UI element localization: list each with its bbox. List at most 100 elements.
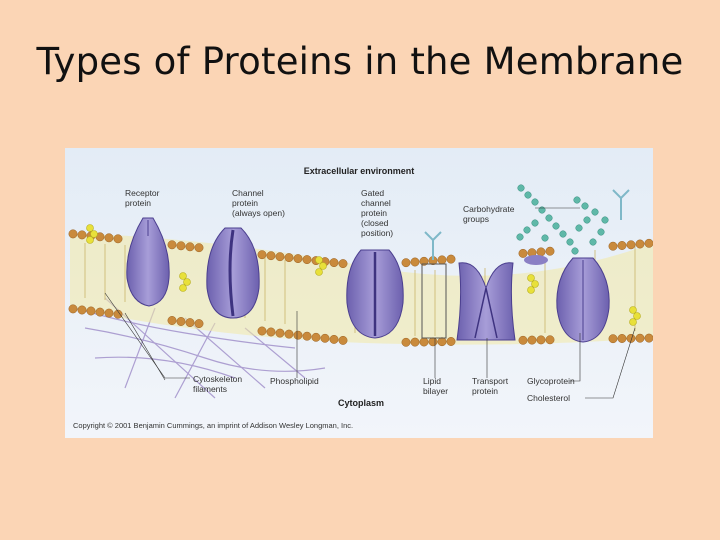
phospholipid-head <box>446 254 456 264</box>
phospholipid-head <box>401 337 411 347</box>
phospholipid-head <box>437 255 447 265</box>
copyright-notice: Copyright © 2001 Benjamin Cummings, an i… <box>73 421 354 430</box>
phospholipid-head <box>104 308 114 318</box>
receptor-label-1: Receptor <box>125 188 160 198</box>
phospholipid-head <box>266 327 276 337</box>
carbohydrate-label-1: Carbohydrate <box>463 204 515 214</box>
phospholipid-head <box>185 318 195 328</box>
channel-label-1: Channel <box>232 188 264 198</box>
phospholipid-head <box>518 335 528 345</box>
phospholipid-head <box>77 305 87 315</box>
phospholipid-head <box>293 330 303 340</box>
phospholipid-head <box>410 337 420 347</box>
phospholipid-head <box>176 317 186 326</box>
transport-label-2: protein <box>472 386 498 396</box>
phospholipid-head <box>194 319 204 329</box>
phospholipid-head <box>176 241 186 251</box>
phospholipid-head <box>401 258 411 268</box>
gated-label-5: position) <box>361 228 393 238</box>
leader-lines <box>104 207 636 399</box>
lipid-bilayer-label-1: Lipid <box>423 376 441 386</box>
phospholipid-head <box>428 337 438 347</box>
phospholipid-head <box>545 246 555 256</box>
phospholipid-head <box>275 328 285 338</box>
phospholipid-head <box>77 230 87 240</box>
gated-label-2: channel <box>361 198 391 208</box>
gated-label-1: Gated <box>361 188 384 198</box>
phospholipid-label: Phospholipid <box>270 376 319 386</box>
glycoprotein-label: Glycoprotein <box>527 376 575 386</box>
phospholipid-head <box>410 257 420 267</box>
phospholipid-head <box>257 250 267 260</box>
phospholipid-head <box>185 242 195 252</box>
carbohydrate-label-2: groups <box>463 214 489 224</box>
phospholipid-head <box>311 332 321 342</box>
phospholipid-head <box>113 234 123 244</box>
phospholipid-head <box>527 335 537 345</box>
membrane-illustration: Extracellular environment Cytoplasm Rece… <box>65 148 653 438</box>
phospholipid-head <box>608 334 618 344</box>
phospholipid-head <box>536 335 546 345</box>
phospholipid-head <box>68 304 78 314</box>
membrane-diagram: Extracellular environment Cytoplasm Rece… <box>65 148 653 438</box>
phospholipid-head <box>545 335 555 345</box>
phospholipid-head <box>626 333 636 343</box>
phospholipid-head <box>104 233 114 243</box>
phospholipid-head <box>338 335 348 345</box>
lipid-bilayer-highlight <box>421 263 447 339</box>
transport-protein <box>456 262 516 341</box>
phospholipid-head <box>167 240 177 250</box>
phospholipid-head <box>95 307 105 317</box>
phospholipid-head <box>419 256 429 266</box>
phospholipid-head <box>113 309 123 319</box>
phospholipid-head <box>302 255 312 265</box>
cholesterol-molecules <box>86 224 641 326</box>
phospholipid-head <box>446 337 456 346</box>
channel-label-2: protein <box>232 198 258 208</box>
slide-title: Types of Proteins in the Membrane <box>36 40 684 83</box>
phospholipid-head <box>536 247 546 257</box>
phospholipid-head <box>167 316 177 325</box>
receptor-protein <box>126 217 170 307</box>
phospholipid-head <box>284 329 294 339</box>
glycolipid-stalks <box>424 189 630 260</box>
phospholipid-head <box>68 229 78 239</box>
extracellular-label: Extracellular environment <box>304 166 415 176</box>
phospholipid-head <box>302 331 312 341</box>
carbohydrate-groups <box>516 184 609 255</box>
transport-label-1: Transport <box>472 376 509 386</box>
phospholipid-head <box>194 243 204 253</box>
cytoplasm-label: Cytoplasm <box>338 398 384 408</box>
lipid-bilayer-label-2: bilayer <box>423 386 448 396</box>
phospholipid-head <box>617 334 627 343</box>
phospholipid-head <box>635 333 645 343</box>
gated-label-3: protein <box>361 208 387 218</box>
phospholipid-head <box>275 252 285 262</box>
phospholipid-head <box>608 241 618 251</box>
phospholipid-head <box>437 337 447 347</box>
phospholipid-head <box>257 326 267 336</box>
phospholipid-head <box>419 337 429 347</box>
cytoskeleton-label-2: filaments <box>193 384 227 394</box>
gated-label-4: (closed <box>361 218 389 228</box>
receptor-label-2: protein <box>125 198 151 208</box>
phospholipid-head <box>266 251 276 261</box>
channel-protein <box>206 227 260 319</box>
phospholipid-head <box>644 333 653 343</box>
phospholipid-head <box>284 253 294 263</box>
phospholipid-head <box>329 334 339 344</box>
phospholipid-head <box>329 258 339 268</box>
phospholipid-head <box>617 241 627 250</box>
phospholipid-head <box>320 333 330 343</box>
channel-label-3: (always open) <box>232 208 285 218</box>
cholesterol-label: Cholesterol <box>527 393 570 403</box>
peripheral-protein <box>524 255 548 265</box>
phospholipid-head <box>644 238 653 248</box>
cytoskeleton-label-1: Cytoskeleton <box>193 374 242 384</box>
phospholipid-head <box>635 239 645 249</box>
glycoprotein <box>556 257 610 343</box>
phospholipid-head <box>518 248 528 258</box>
phospholipid-head <box>626 240 636 250</box>
phospholipid-head <box>293 254 303 264</box>
phospholipid-head <box>338 259 348 269</box>
